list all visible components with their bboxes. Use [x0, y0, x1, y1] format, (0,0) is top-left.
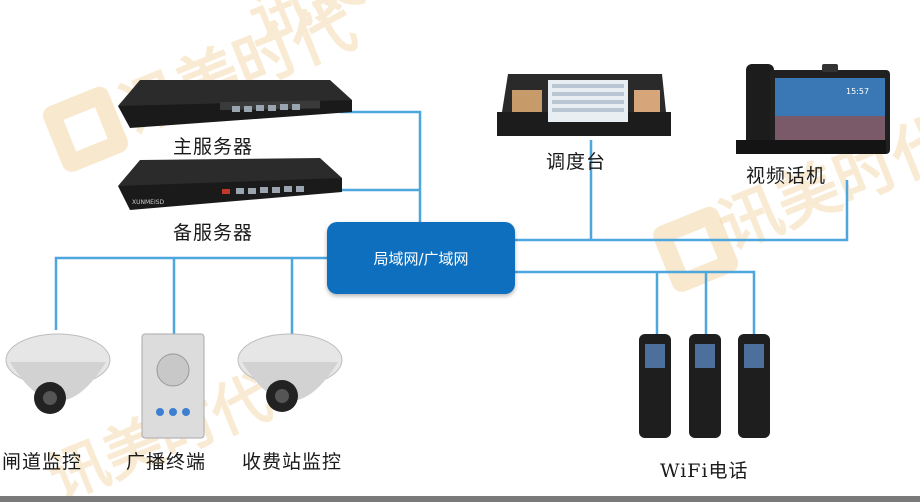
gate-camera-device	[5, 333, 111, 414]
wifi-phone-2	[689, 334, 721, 438]
watermark-logo	[43, 86, 739, 292]
main-server-device	[118, 80, 352, 128]
network-links	[54, 110, 849, 334]
videophone-label: 视频话机	[746, 165, 827, 187]
backup-server-device: XUNMEISD	[118, 158, 342, 210]
videophone-device: 15:57	[736, 64, 890, 154]
link-videophone	[515, 180, 849, 242]
link-left-bus	[54, 256, 327, 330]
server-brand-text: XUNMEISD	[132, 199, 165, 206]
backup-server-label: 备服务器	[173, 222, 254, 244]
wifi-phone-label: WiFi电话	[660, 460, 749, 482]
hub-label: 局域网/广域网	[373, 249, 469, 268]
dispatch-console-device	[497, 74, 671, 136]
main-server-label: 主服务器	[173, 136, 254, 158]
lan-wan-hub: 局域网/广域网	[327, 222, 515, 294]
wifi-phone-1	[639, 334, 671, 438]
broadcast-label: 广播终端	[126, 451, 207, 473]
link-wifi-bus	[515, 270, 756, 334]
wifi-phone-3	[738, 334, 770, 438]
toll-camera-device	[237, 333, 343, 412]
videophone-clock: 15:57	[846, 87, 869, 96]
dispatch-label: 调度台	[546, 151, 607, 173]
link-main-server	[340, 110, 422, 222]
toll-monitor-label: 收费站监控	[242, 451, 343, 473]
bottom-border	[0, 496, 920, 502]
broadcast-terminal-device	[141, 333, 205, 439]
gate-monitor-label: 闸道监控	[2, 451, 83, 473]
wifi-phones-device	[639, 334, 770, 438]
